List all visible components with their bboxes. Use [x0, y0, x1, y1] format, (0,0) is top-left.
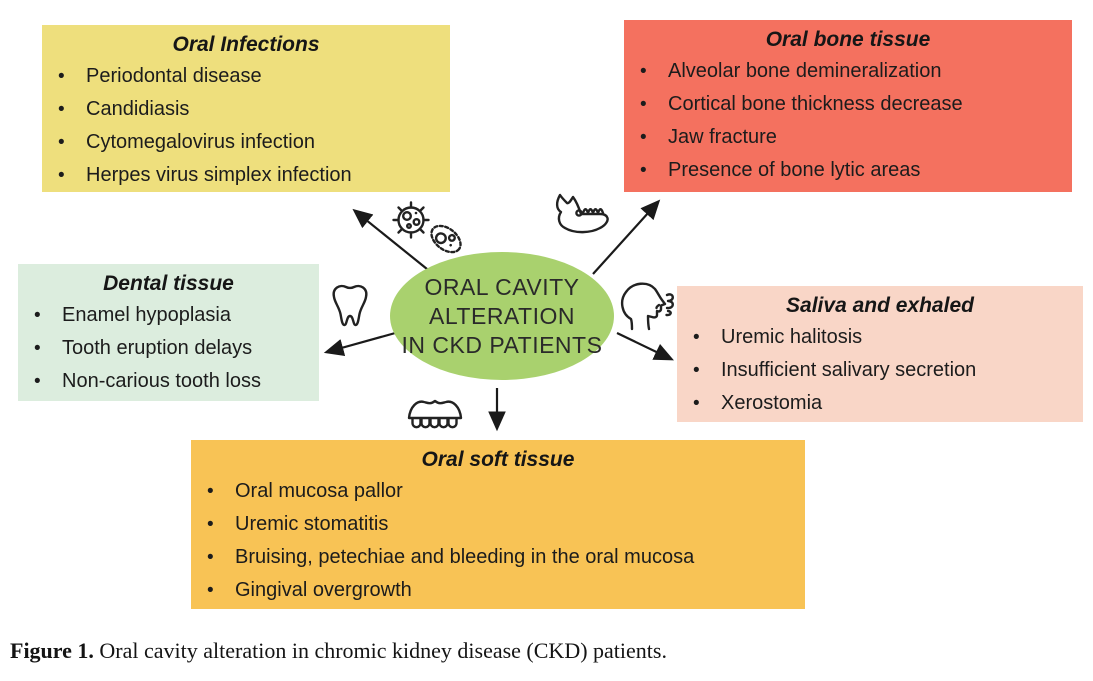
jaw-bone-icon: [555, 193, 609, 234]
list-item: Xerostomia: [677, 387, 1083, 420]
box-dental-tissue: Dental tissue Enamel hypoplasia Tooth er…: [18, 264, 319, 401]
figure-caption-label: Figure 1.: [10, 638, 94, 663]
list-item: Gingival overgrowth: [191, 574, 805, 607]
list-item: Bruising, petechiae and bleeding in the …: [191, 541, 805, 574]
box-list: Alveolar bone demineralization Cortical …: [624, 55, 1072, 187]
center-text-line: IN CKD PATIENTS: [401, 331, 603, 358]
list-item: Oral mucosa pallor: [191, 475, 805, 508]
box-oral-infections: Oral Infections Periodontal disease Cand…: [42, 25, 450, 192]
exhaling-face-icon: [620, 282, 674, 331]
box-oral-bone-tissue: Oral bone tissue Alveolar bone demineral…: [624, 20, 1072, 192]
list-item: Periodontal disease: [42, 60, 450, 93]
box-oral-soft-tissue: Oral soft tissue Oral mucosa pallor Urem…: [191, 440, 805, 609]
list-item: Jaw fracture: [624, 121, 1072, 154]
box-title: Oral soft tissue: [421, 448, 575, 471]
list-item: Uremic halitosis: [677, 321, 1083, 354]
list-item: Candidiasis: [42, 93, 450, 126]
figure-caption: Figure 1. Oral cavity alteration in chro…: [10, 638, 1080, 664]
denture-icon: [407, 399, 463, 429]
center-text-line: ALTERATION: [429, 302, 575, 329]
microbes-icon: [392, 201, 462, 254]
box-list: Uremic halitosis Insufficient salivary s…: [677, 321, 1083, 420]
center-ellipse: ORAL CAVITY ALTERATION IN CKD PATIENTS: [390, 252, 614, 380]
figure-caption-text: Oral cavity alteration in chromic kidney…: [93, 638, 667, 663]
box-list: Oral mucosa pallor Uremic stomatitis Bru…: [191, 475, 805, 607]
list-item: Insufficient salivary secretion: [677, 354, 1083, 387]
box-list: Enamel hypoplasia Tooth eruption delays …: [18, 299, 319, 398]
list-item: Alveolar bone demineralization: [624, 55, 1072, 88]
list-item: Non-carious tooth loss: [18, 365, 319, 398]
list-item: Uremic stomatitis: [191, 508, 805, 541]
box-title: Dental tissue: [103, 272, 234, 295]
list-item: Herpes virus simplex infection: [42, 159, 450, 192]
list-item: Cytomegalovirus infection: [42, 126, 450, 159]
arrow-to-saliva: [616, 332, 674, 361]
box-saliva-and-exhaled: Saliva and exhaled Uremic halitosis Insu…: [677, 286, 1083, 422]
list-item: Presence of bone lytic areas: [624, 154, 1072, 187]
box-title: Oral bone tissue: [765, 28, 931, 51]
box-list: Periodontal disease Candidiasis Cytomega…: [42, 60, 450, 192]
box-title: Oral Infections: [172, 33, 320, 56]
tooth-icon: [332, 284, 368, 327]
list-item: Enamel hypoplasia: [18, 299, 319, 332]
center-text-line: ORAL CAVITY: [424, 273, 580, 300]
list-item: Tooth eruption delays: [18, 332, 319, 365]
box-title: Saliva and exhaled: [786, 294, 974, 317]
list-item: Cortical bone thickness decrease: [624, 88, 1072, 121]
